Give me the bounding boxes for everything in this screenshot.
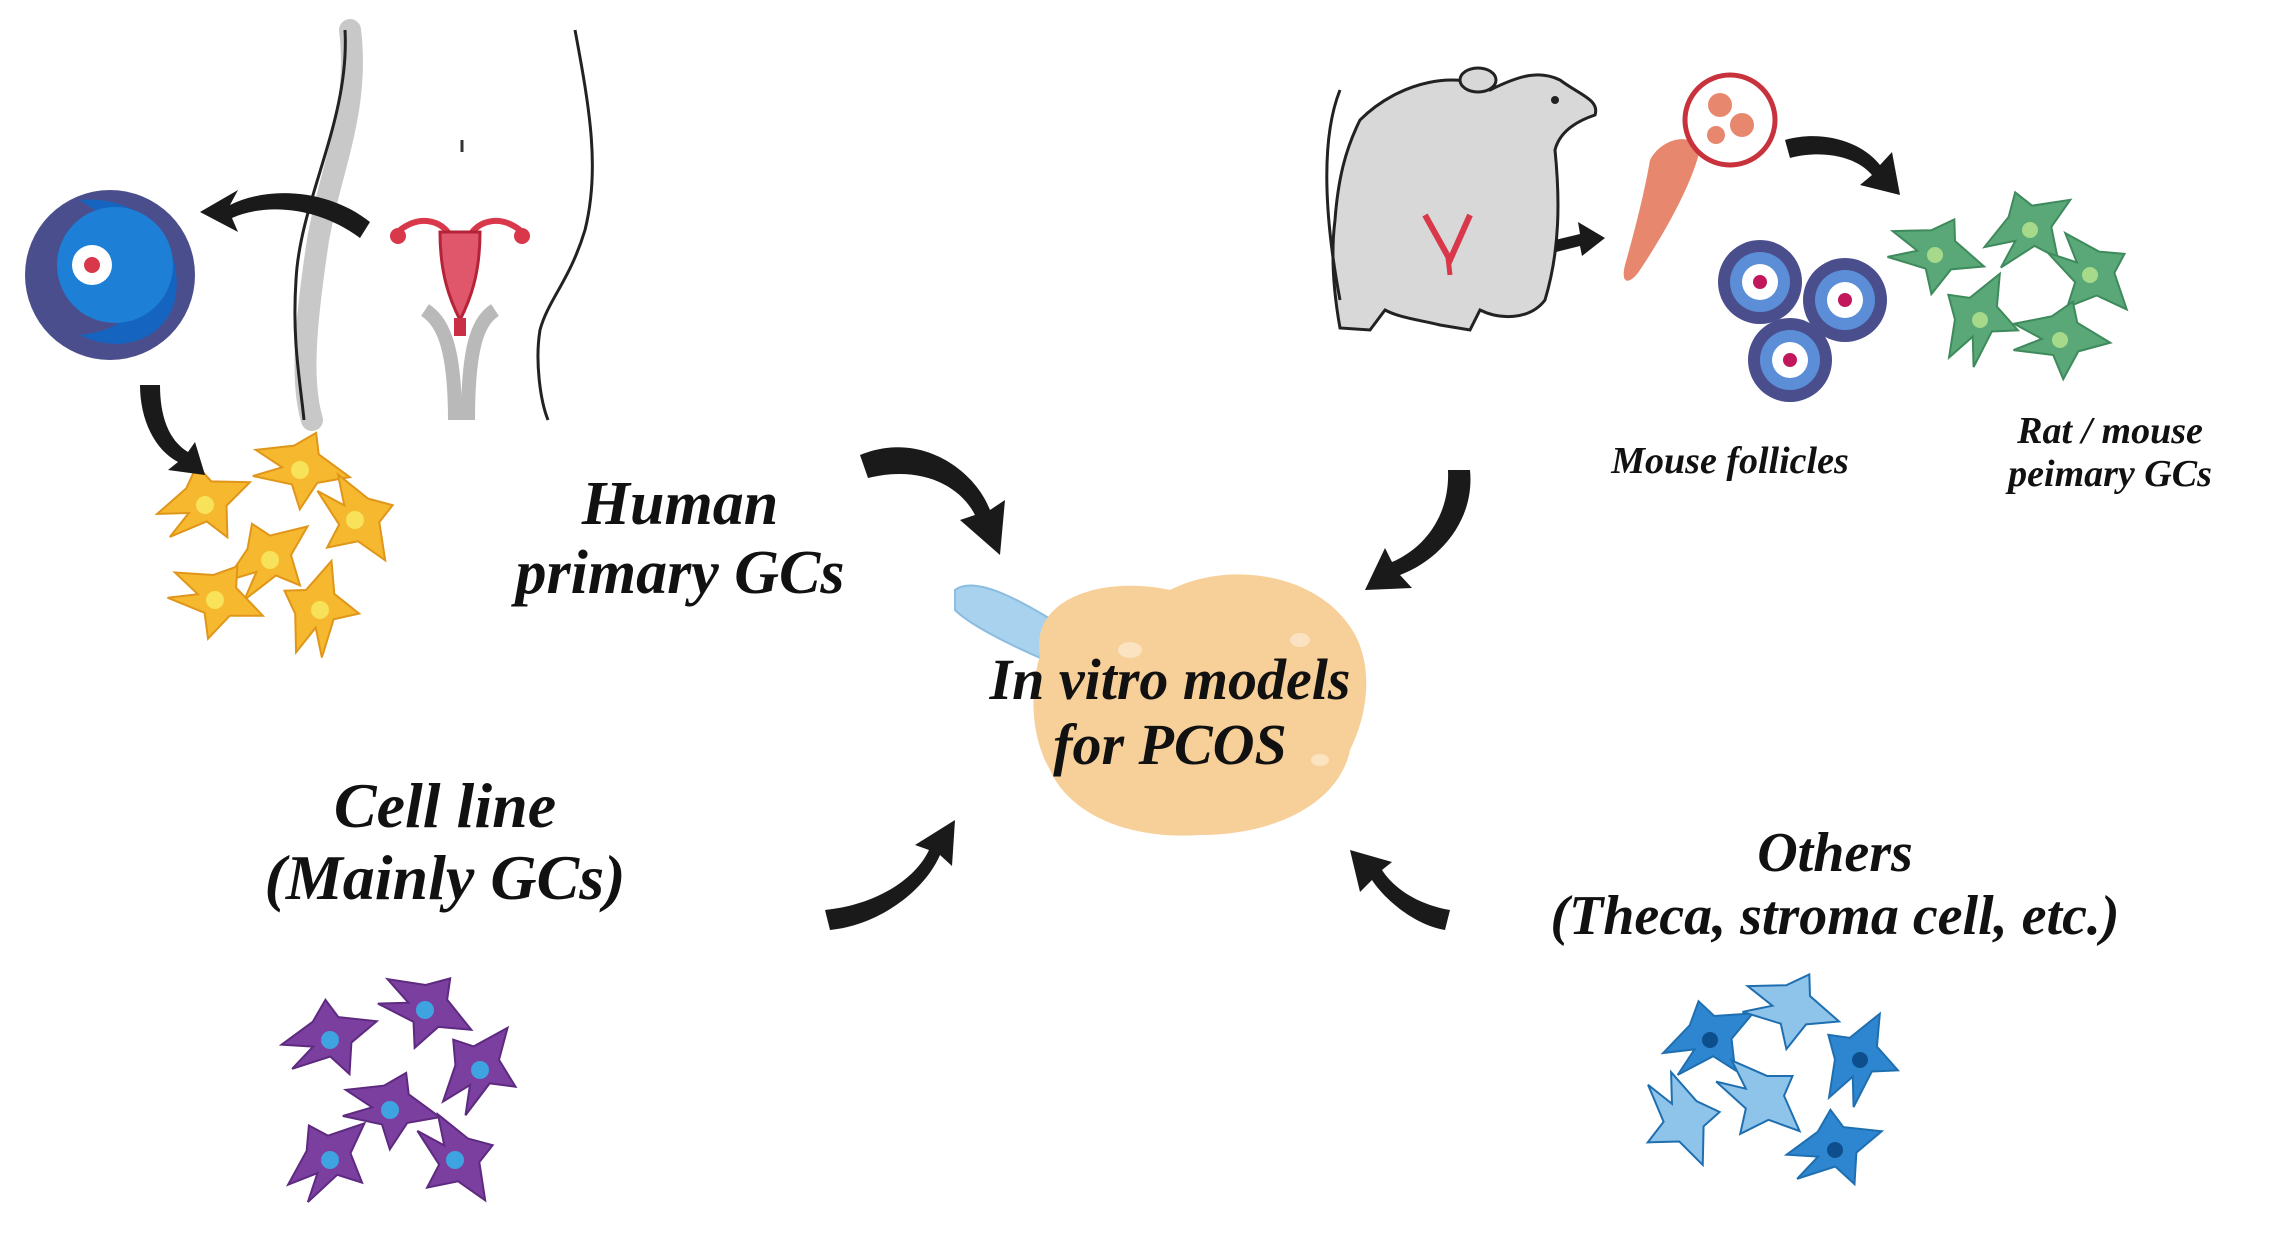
others-cells [1626,954,1919,1201]
cell-line-to-center-arrow [825,820,955,930]
others-label: Others (Theca, stroma cell, etc.) [1490,822,2180,947]
rat-to-center-arrow [1365,470,1471,590]
human-primary-gcs-label: Human primary GCs [460,470,900,609]
ovary-oviduct-icon [1623,72,1778,281]
rat-mouse-gcs-line1: Rat / mouse [2017,410,2203,452]
human-to-center-arrow [860,447,1005,555]
rat-mouse-gc-cells [1875,169,2154,388]
oocyte-icon [25,190,195,360]
center-ovary-illustration [954,574,1367,836]
human-body-illustration [293,19,594,431]
human-primary-gc-nuclei [196,461,364,619]
ovary-to-gc-arrow [1785,136,1900,195]
others-line2: (Theca, stroma cell, etc.) [1550,884,2120,947]
rat-mouse-gcs-label: Rat / mouse peimary GCs [1955,410,2265,495]
human-primary-gcs-line1: Human [581,470,779,538]
center-title-line2: for PCOS [1053,711,1287,777]
oocyte-to-cells-arrow [140,385,205,475]
cell-line-line2: (Mainly GCs) [264,841,626,913]
rat-illustration [1325,66,1598,332]
rat-mouse-gc-nuclei [1927,222,2098,348]
uterus-to-oocyte-arrow [200,190,370,238]
uterus-icon [390,218,530,336]
mouse-follicles-icon [1718,240,1887,402]
rat-to-ovary-arrow [1555,222,1605,256]
cell-line-label: Cell line (Mainly GCs) [195,770,695,913]
cell-line-nuclei [321,1001,489,1169]
center-title: In vitro models for PCOS [930,647,1410,778]
others-to-center-arrow [1350,850,1450,930]
rat-mouse-gcs-line2: peimary GCs [2008,452,2212,495]
human-primary-gcs-line2: primary GCs [515,539,845,608]
arrows [140,190,1471,930]
others-line1: Others [1757,822,1913,884]
cell-line-cells [266,950,543,1224]
mouse-follicles-label: Mouse follicles [1570,440,1890,483]
cell-line-line1: Cell line [333,770,557,841]
mouse-follicles-text: Mouse follicles [1611,440,1849,482]
center-title-line1: In vitro models [989,647,1351,712]
others-nuclei [1702,1032,1868,1158]
